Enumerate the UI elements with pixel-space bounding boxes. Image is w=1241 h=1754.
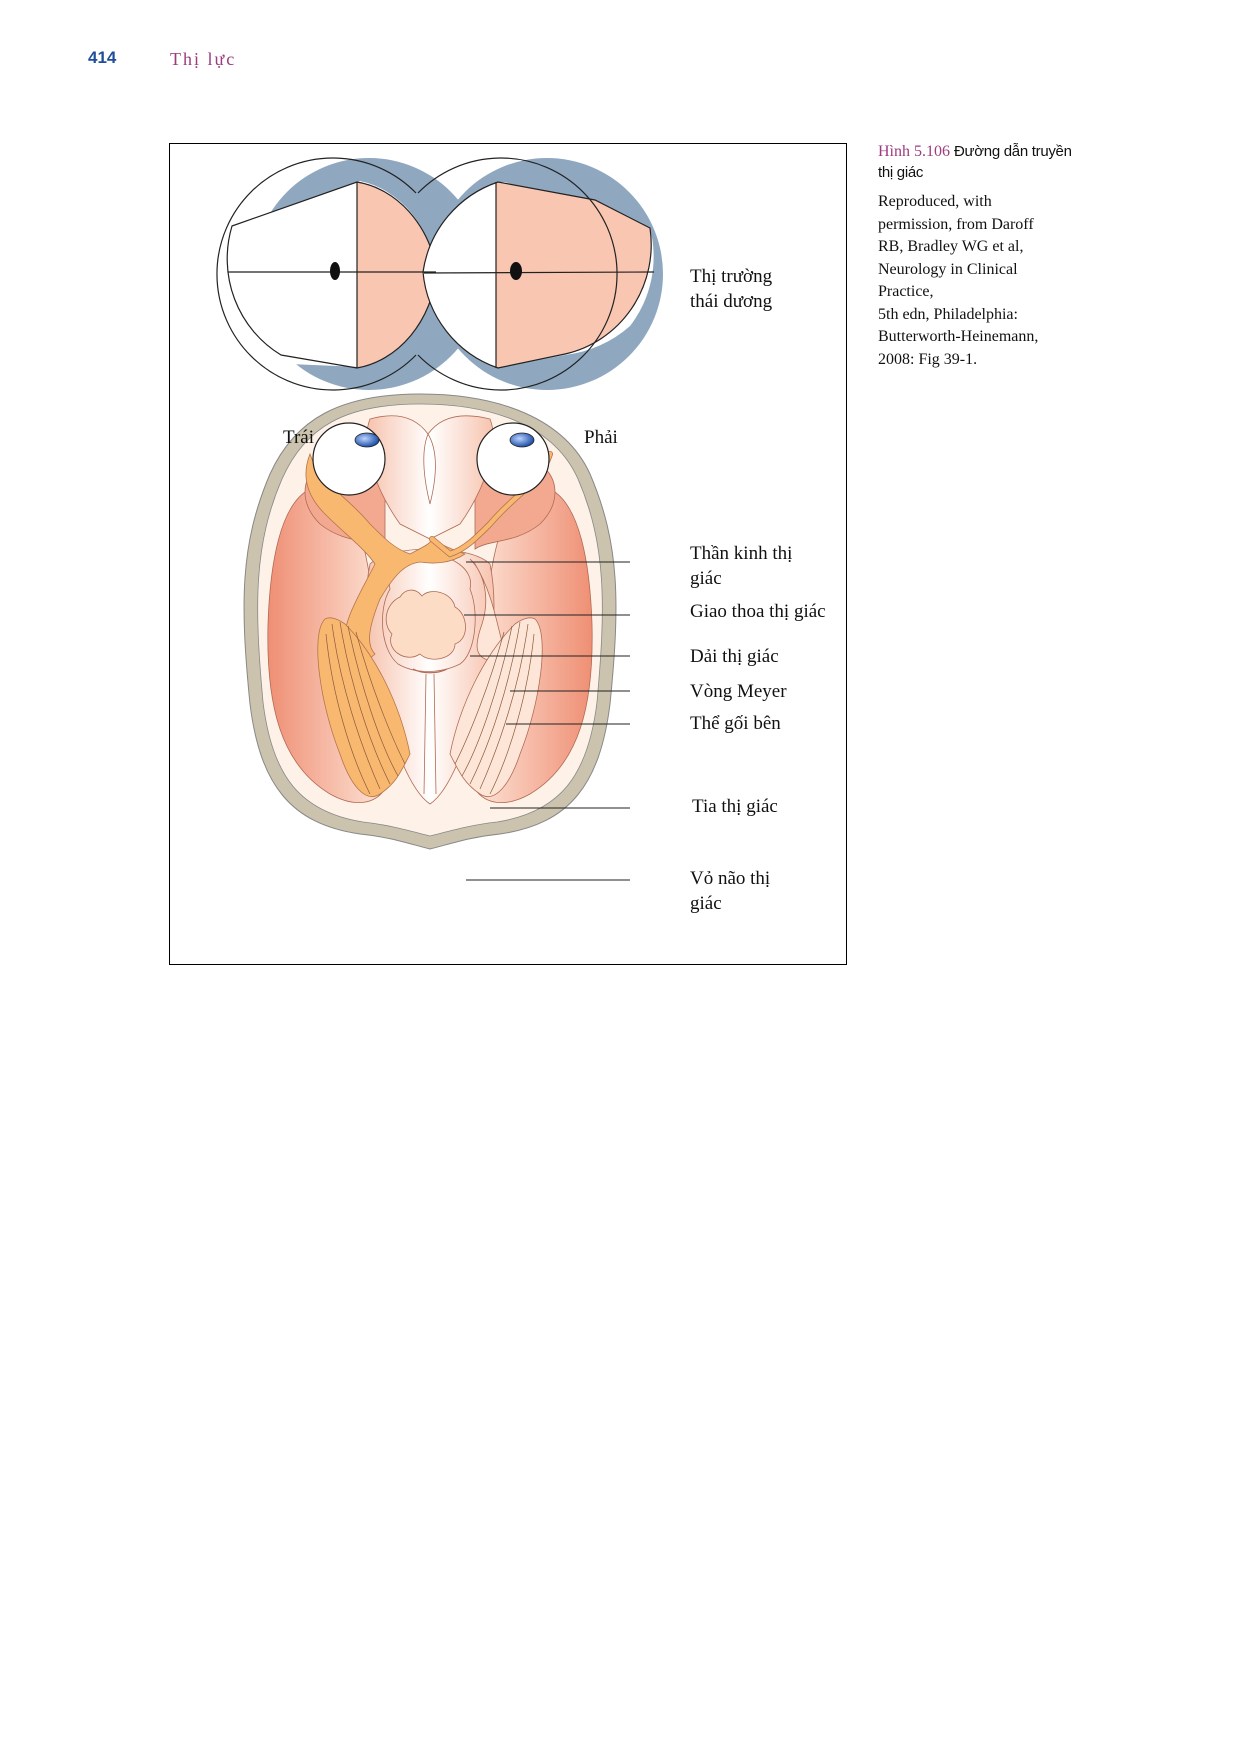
visual-fields: [216, 157, 663, 391]
running-title: Thị lực: [170, 49, 237, 69]
figure-credit: Reproduced, with permission, from Daroff…: [878, 193, 1039, 368]
temporal-field-label-line2: thái dương: [690, 291, 773, 312]
leader-lines: [464, 561, 630, 881]
label-meyer-loop: Vòng Meyer: [690, 681, 787, 702]
label-lateral-geniculate: Thể gối bên: [690, 713, 781, 734]
label-optic-nerve: Thần kinh thị giác: [690, 543, 793, 589]
figure-number: Hình 5.106: [878, 143, 950, 160]
eyeballs: [312, 422, 550, 496]
figure-frame: Trái Phải Thị trường thái dương Thần kin…: [169, 143, 847, 965]
label-visual-cortex: Vỏ não thị giác: [690, 868, 771, 914]
label-optic-tract: Dải thị giác: [690, 646, 779, 667]
label-optic-radiation: Tia thị giác: [692, 796, 778, 817]
left-field-label: Trái: [283, 427, 314, 448]
figure-caption: Hình 5.106 Đường dẫn truyền thị giác Rep…: [878, 141, 1078, 371]
temporal-field-label-line1: Thị trường: [690, 266, 773, 287]
visual-pathway-illustration: [216, 157, 663, 881]
brain-section: [243, 393, 617, 850]
label-optic-chiasm: Giao thoa thị giác: [690, 601, 826, 622]
figure-title: Đường dẫn truyền thị giác: [878, 143, 1072, 181]
right-field-label: Phải: [584, 427, 618, 448]
page-number: 414: [88, 48, 117, 67]
